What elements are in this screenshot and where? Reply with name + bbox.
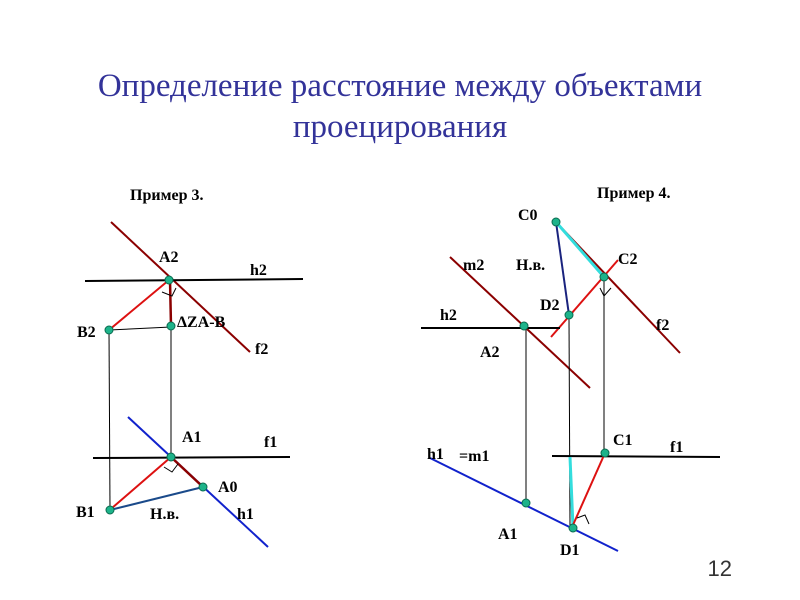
page-number: 12: [707, 556, 732, 581]
segment-d1: [568, 456, 575, 528]
label-b1: B1: [76, 504, 95, 521]
right-angle-mark: [599, 287, 612, 297]
point-c1: [600, 448, 610, 458]
example-4-diagram: Пример 4. C0 Н.в. m2 C2 D2 h2 f2 A2 C1 f…: [421, 185, 721, 559]
label-m2: m2: [463, 257, 484, 274]
label-true-length: Н.в.: [516, 257, 545, 274]
label-f2: f2: [255, 341, 268, 358]
point-a2: [519, 321, 529, 331]
label-a2: A2: [159, 249, 179, 266]
link-d: [568, 317, 571, 528]
segment-a1-b1: [111, 456, 172, 509]
point-c0: [551, 217, 561, 227]
label-a2: A2: [480, 344, 500, 361]
slide-title: Определение расстояние между объектами п…: [97, 68, 703, 145]
label-h2: h2: [440, 307, 457, 324]
link-b2: [108, 326, 172, 331]
segment-dz: [168, 279, 173, 327]
label-dz: ΔZA-B: [177, 314, 226, 331]
point-b2: [104, 325, 114, 335]
label-true-length: Н.в.: [150, 506, 179, 523]
label-a0: A0: [218, 479, 238, 496]
right-angle-mark: [576, 514, 590, 525]
label-h1: h1: [237, 506, 254, 523]
example-3-diagram: Пример 3. A2 h2 B2 ΔZA-B f2 A1 f1 A0 B1 …: [76, 187, 304, 548]
segment-a2-b2: [108, 279, 170, 331]
label-m1: =m1: [459, 448, 489, 465]
label-f1: f1: [670, 439, 683, 456]
label-d2: D2: [540, 297, 560, 314]
segment-a1-a0: [170, 456, 204, 488]
point-a0: [198, 482, 208, 492]
right-angle-mark: [163, 463, 179, 473]
line-f1: [551, 455, 721, 458]
label-a1: A1: [498, 526, 518, 543]
example-4-heading: Пример 4.: [597, 185, 670, 202]
point-c2: [599, 272, 609, 282]
label-c1: C1: [613, 432, 633, 449]
line-m2: [449, 256, 591, 389]
point-d1: [568, 523, 578, 533]
point-a1: [166, 452, 176, 462]
point-a2: [164, 275, 174, 285]
point-b1: [105, 505, 115, 515]
label-c0: C0: [518, 207, 538, 224]
point-d2: [564, 310, 574, 320]
label-b2: B2: [77, 324, 96, 341]
line-h2: [84, 278, 304, 282]
label-d1: D1: [560, 542, 580, 559]
right-angle-mark: [161, 287, 177, 297]
true-length-segment: [109, 486, 204, 511]
true-length-segment: [555, 221, 570, 316]
label-a1: A1: [182, 429, 202, 446]
perpendicular-line: [550, 259, 619, 338]
label-f1: f1: [264, 434, 277, 451]
label-h1: h1: [427, 446, 444, 463]
label-h2: h2: [250, 262, 267, 279]
link-b: [108, 329, 111, 511]
line-f2: [110, 221, 251, 353]
label-c2: C2: [618, 251, 638, 268]
example-3-heading: Пример 3.: [130, 187, 203, 204]
label-f2: f2: [656, 317, 669, 334]
point-a1: [521, 498, 531, 508]
point-dz: [166, 321, 176, 331]
line-f1: [92, 456, 291, 459]
segment-c1-d1: [572, 452, 606, 526]
segment-c0-c2: [554, 221, 606, 278]
